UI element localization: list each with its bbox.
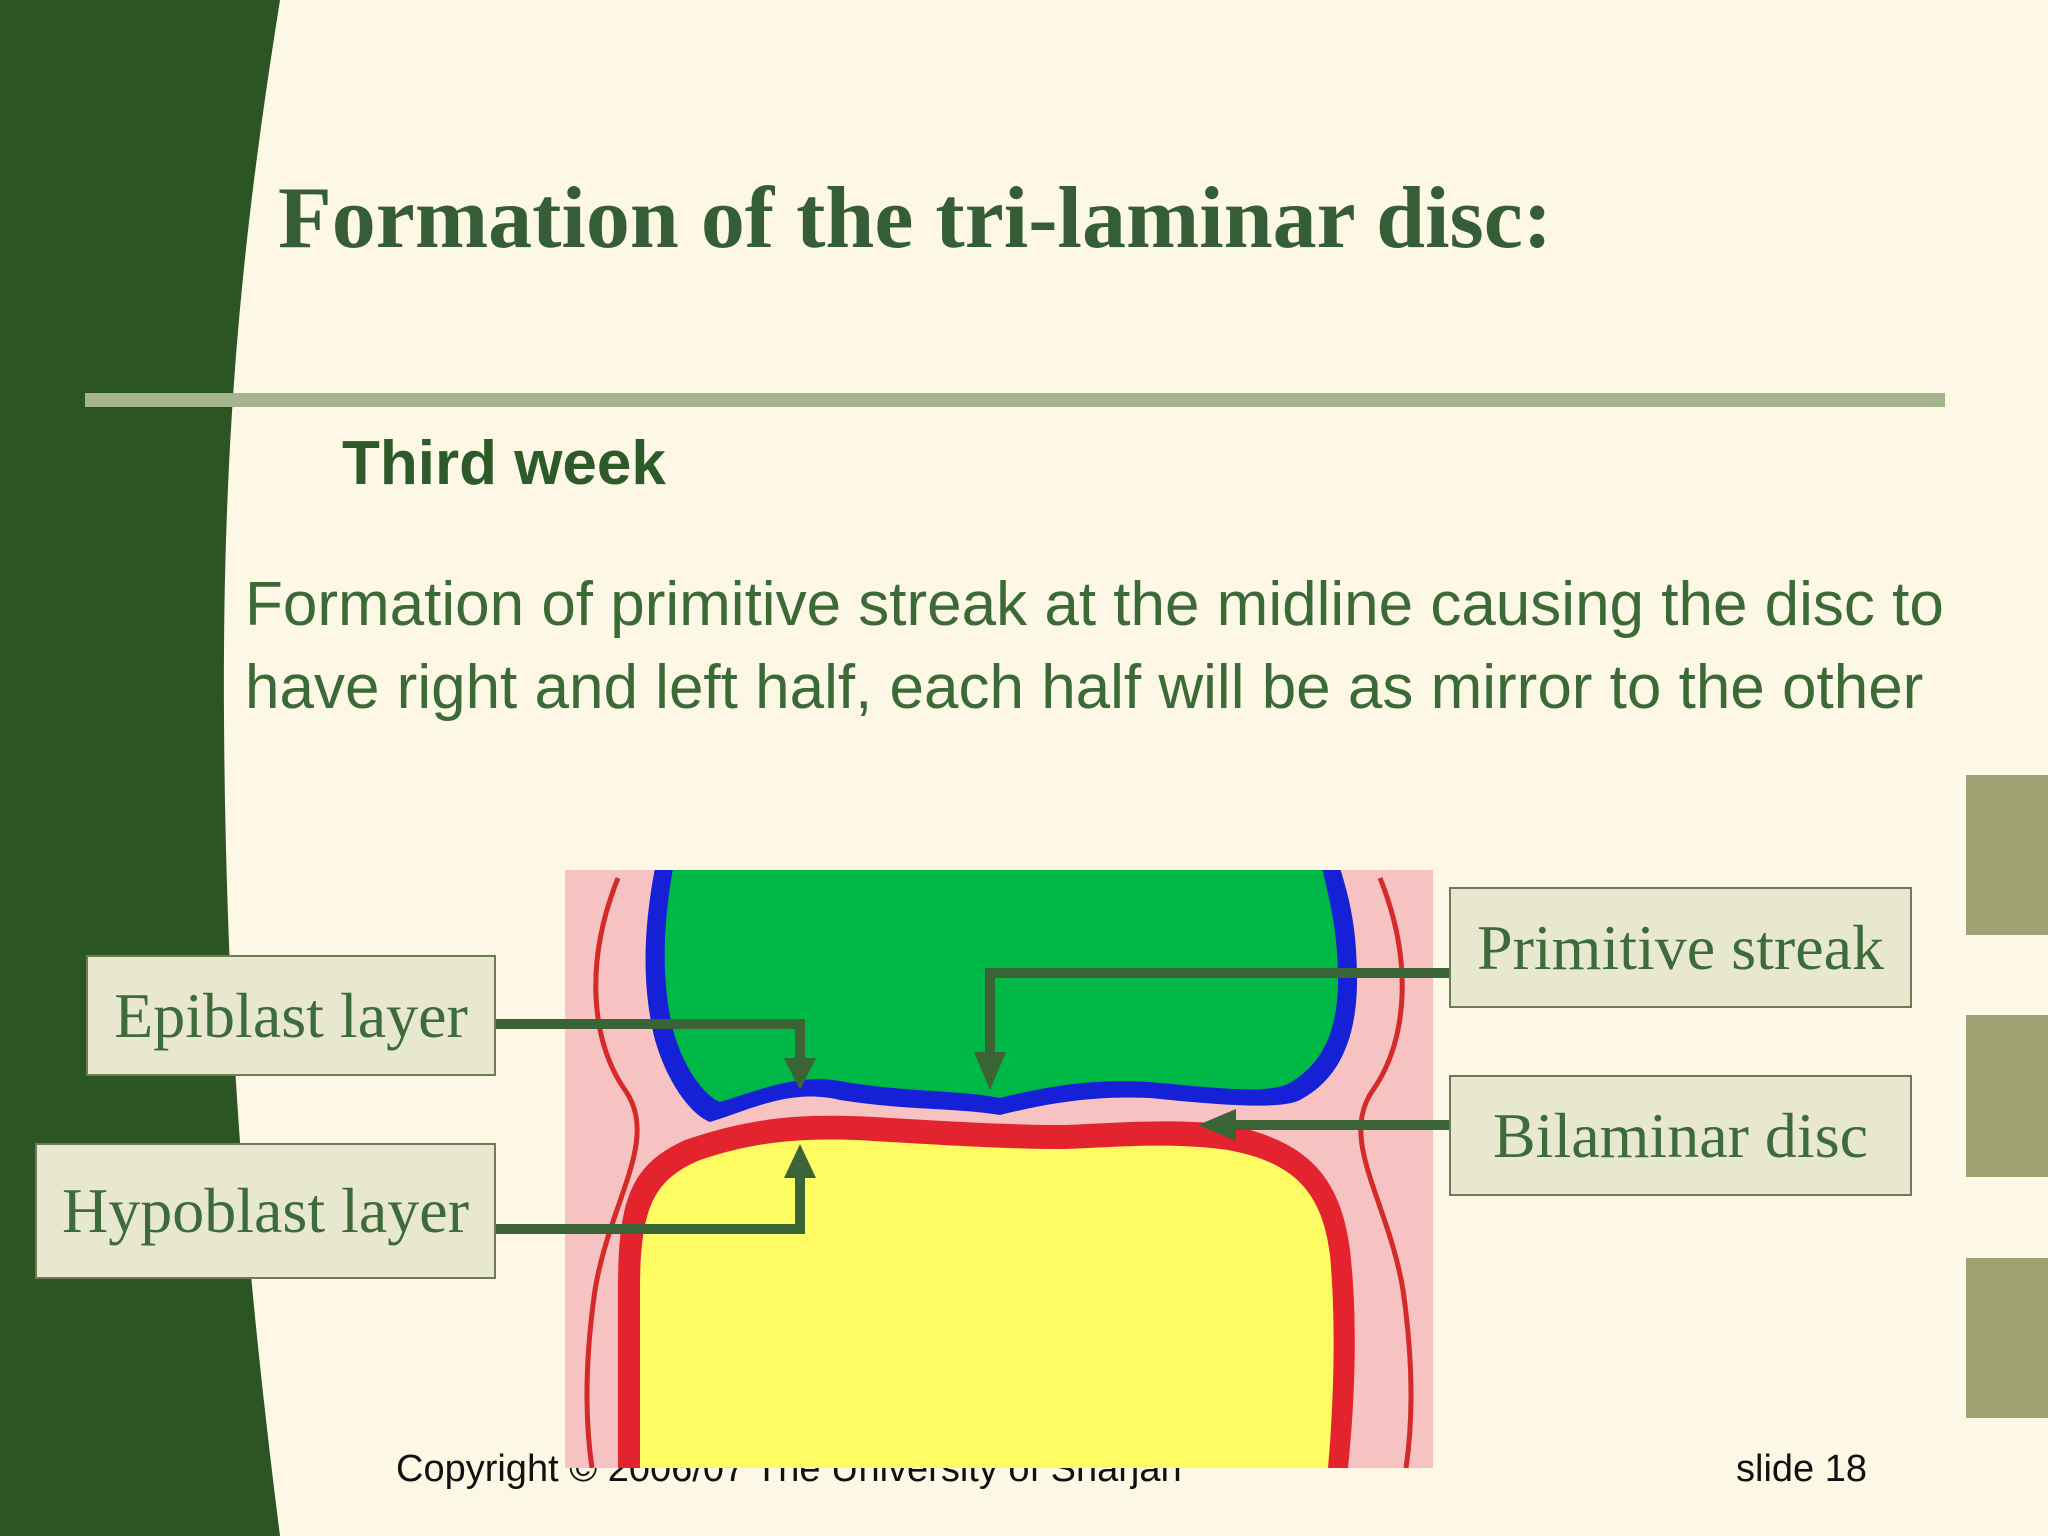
hypoblast-arrow-head [784, 1144, 816, 1178]
footer-slide-number: slide 18 [1736, 1448, 1867, 1490]
slide-subtitle: Third week [342, 429, 666, 498]
epiblast-arrow-head [784, 1058, 816, 1090]
label-hypoblast-layer: Hypoblast layer [35, 1143, 496, 1279]
primitive-streak-arrow-head [974, 1052, 1006, 1090]
arrows [495, 968, 1450, 1234]
slide-body-text: Formation of primitive streak at the mid… [245, 570, 1944, 722]
right-outer-outline [1358, 877, 1414, 1468]
left-outer-outline [584, 877, 640, 1468]
label-epiblast-layer: Epiblast layer [86, 955, 496, 1076]
label-primitive-streak: Primitive streak [1449, 887, 1912, 1008]
slide-title: Formation of the tri-laminar disc: [278, 170, 1553, 267]
disc-illustration [565, 870, 1433, 1468]
label-bilaminar-disc: Bilaminar disc [1449, 1075, 1912, 1196]
hypoblast-arrow-line [495, 1172, 805, 1234]
primitive-streak-arrow-line [985, 968, 1450, 1055]
epiblast-arrow-line [495, 1019, 805, 1062]
bilaminar-arrow-head [1198, 1109, 1236, 1141]
yolk-sac [640, 1139, 1334, 1468]
title-rule [85, 393, 1945, 407]
side-tab-2 [1966, 1015, 2048, 1177]
side-tab-1 [1966, 775, 2048, 935]
side-tab-3 [1966, 1258, 2048, 1418]
amniotic-cavity [664, 870, 1338, 1102]
